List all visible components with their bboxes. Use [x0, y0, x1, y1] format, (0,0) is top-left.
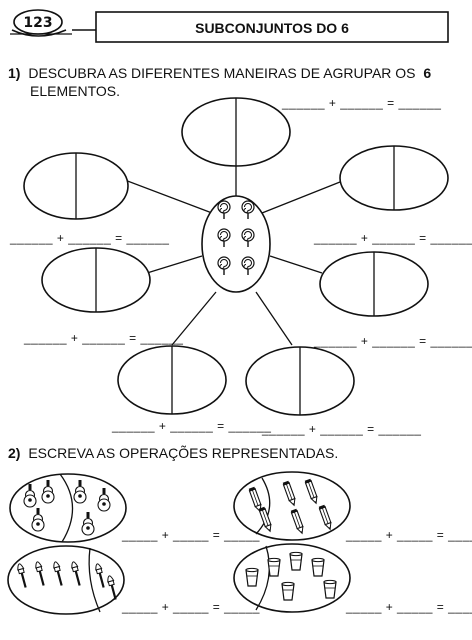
subset-oval-bottom-right[interactable]	[245, 346, 355, 416]
set-cups	[233, 543, 351, 613]
equation-blank[interactable]: _____ + _____ = _____	[345, 600, 472, 614]
equation-blank[interactable]: _____ + _____ = _____	[121, 600, 260, 614]
question-1-prompt: 1) DESCUBRA AS DIFERENTES MANEIRAS DE AG…	[8, 65, 431, 81]
equation-blank[interactable]: ______ + ______ = ______	[313, 334, 472, 348]
set-pencils	[233, 471, 351, 541]
subset-oval-middle-right[interactable]	[319, 251, 429, 317]
logo-text: 123	[23, 15, 52, 31]
question-number: 1)	[8, 65, 20, 81]
subset-oval-middle-left[interactable]	[41, 247, 151, 313]
cup-icon	[281, 581, 295, 601]
question-2: 2) ESCREVA AS OPERAÇÕES REPRESENTADAS.	[8, 445, 338, 461]
subset-oval-bottom-left[interactable]	[117, 345, 227, 415]
equation-blank[interactable]: ______ + ______ = ______	[281, 96, 441, 110]
subset-oval-top[interactable]	[181, 97, 291, 167]
equation-blank[interactable]: _____ + _____ = _____	[121, 528, 260, 542]
cup-icon	[245, 567, 259, 587]
set-guitars	[9, 473, 127, 543]
equation-blank[interactable]: ______ + ______ = ______	[9, 231, 169, 245]
question-1-text-cont: ELEMENTOS.	[30, 83, 120, 99]
question-1: 1) DESCUBRA AS DIFERENTES MANEIRAS DE AG…	[8, 65, 431, 99]
diagram-connectors	[124, 166, 346, 346]
equation-blank[interactable]: ______ + ______ = ______	[261, 422, 421, 436]
set-paintbrushes	[7, 545, 125, 615]
question-1-text: DESCUBRA AS DIFERENTES MANEIRAS DE AGRUP…	[28, 65, 415, 81]
question-2-prompt: 2) ESCREVA AS OPERAÇÕES REPRESENTADAS.	[8, 445, 338, 461]
equation-blank[interactable]: ______ + ______ = ______	[313, 231, 472, 245]
question-2-text: ESCREVA AS OPERAÇÕES REPRESENTADAS.	[28, 445, 338, 461]
cup-icon	[289, 551, 303, 571]
cup-icon	[311, 557, 325, 577]
center-set	[201, 195, 271, 293]
subset-oval-upper-right[interactable]	[339, 145, 449, 211]
equation-blank[interactable]: _____ + _____ = _____	[345, 528, 472, 542]
header: 123 SUBCONJUNTOS DO 6	[10, 9, 449, 43]
cup-icon	[267, 557, 281, 577]
equation-blank[interactable]: ______ + ______ = ______	[23, 331, 183, 345]
logo-icon: 123	[10, 9, 72, 37]
equation-blank[interactable]: ______ + ______ = ______	[111, 419, 271, 433]
question-1-equations[interactable]: ______ + ______ = ______ ______ + ______…	[9, 96, 472, 436]
subset-oval-upper-left[interactable]	[23, 152, 129, 220]
cup-icon	[323, 579, 337, 599]
title-box	[95, 11, 449, 43]
center-oval	[201, 195, 271, 293]
page-title: SUBCONJUNTOS DO 6	[195, 20, 349, 36]
question-number: 2)	[8, 445, 20, 461]
question-1-number-six: 6	[423, 65, 431, 81]
